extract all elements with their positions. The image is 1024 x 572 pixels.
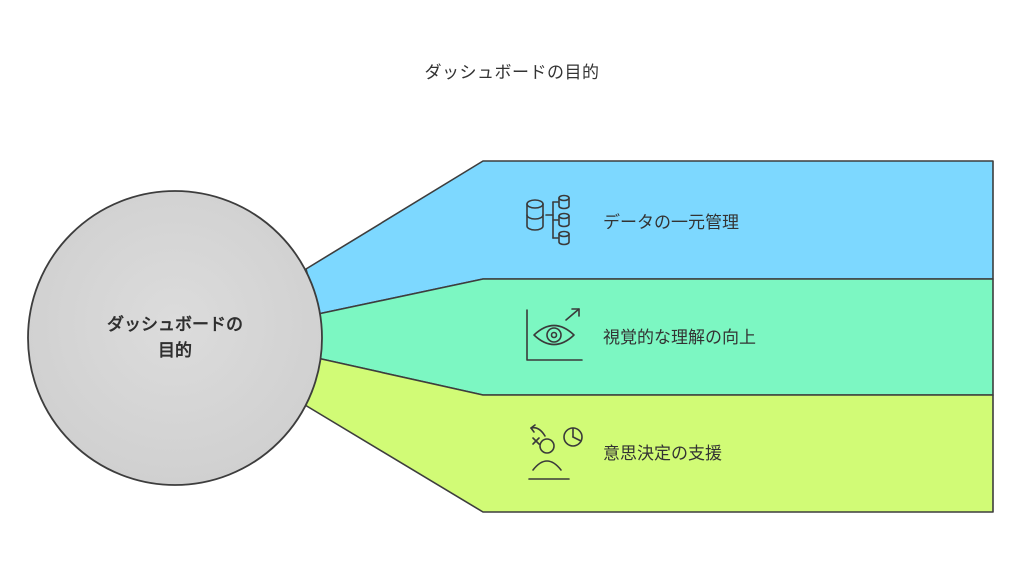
item-label-decision-support: 意思決定の支援 (603, 444, 722, 464)
center-circle (27, 190, 323, 486)
item-label-data-management: データの一元管理 (603, 212, 739, 233)
eye-chart-icon (526, 308, 583, 361)
center-label-line2: 目的 (158, 340, 192, 361)
center-label-line1: ダッシュボードの (107, 314, 243, 335)
decision-icon (528, 424, 583, 480)
diagram-title: ダッシュボードの目的 (424, 63, 600, 83)
database-icon (526, 194, 570, 246)
item-label-visual-understanding: 視覚的な理解の向上 (603, 328, 756, 348)
